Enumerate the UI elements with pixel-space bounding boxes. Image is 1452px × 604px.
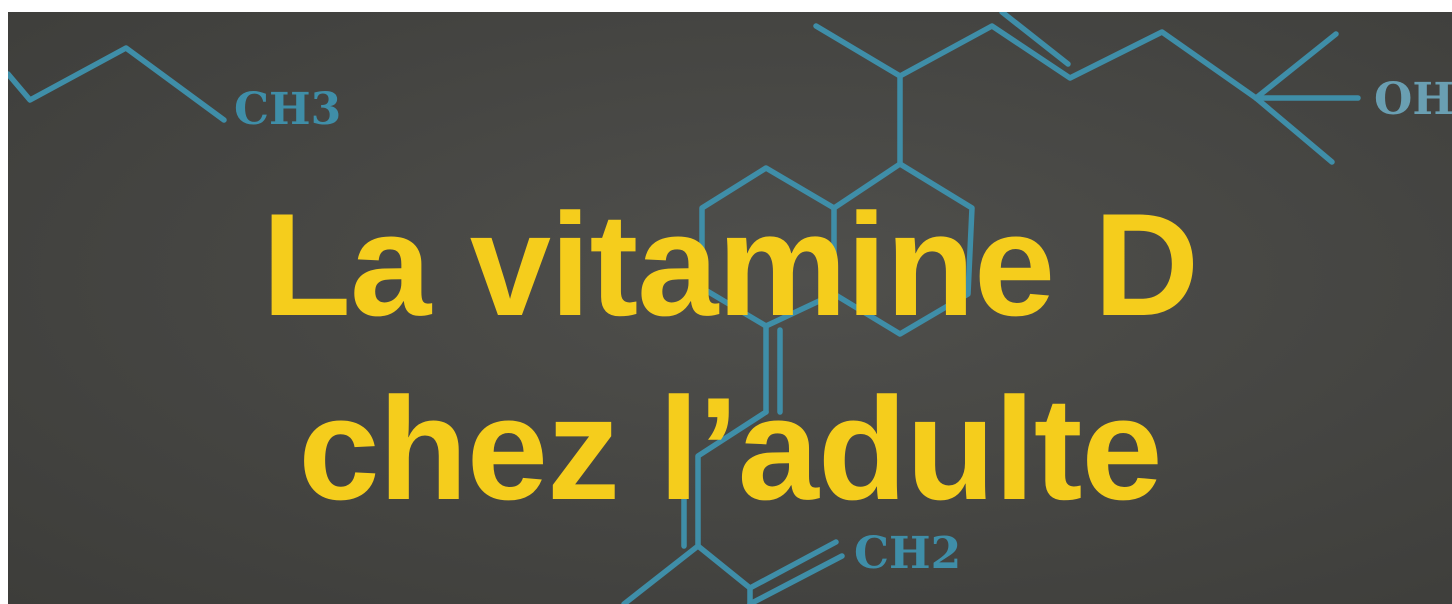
lower-chain-bonds [621,409,769,604]
hydroxyl-group-label: OH [1374,74,1452,125]
methylene-group-label: CH2 [854,528,961,579]
side-chain-right-bonds [813,23,1259,101]
ring-system-bonds-left [699,165,837,329]
poster-image: CH3 OH CH2 La vitamine D chez l’adulte [8,12,1452,604]
vitamin-d-structure-diagram: CH3 OH CH2 [8,12,1452,604]
double-bond-top [999,12,1071,67]
lower-ring-bonds [695,539,839,591]
side-chain-left-bonds [8,45,227,123]
tertiary-bond-up [1253,31,1339,101]
tertiary-bond-down [1253,95,1335,165]
title-line-1: La vitamine D [261,183,1199,346]
title-line-2: chez l’adulte [298,367,1162,530]
methylene-double-bond [747,553,845,604]
methyl-group-label: CH3 [234,84,341,135]
